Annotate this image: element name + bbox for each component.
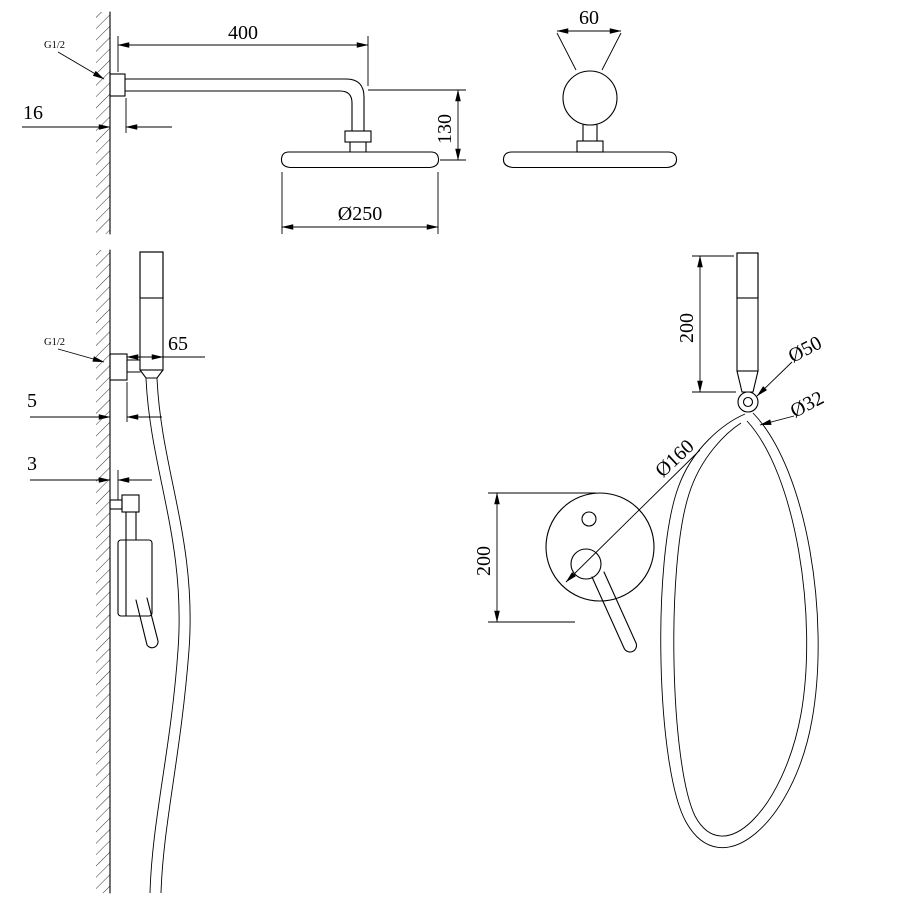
- view-hand-shower-front: 200 Ø50 Ø32: [660, 252, 828, 848]
- dim-handle-length-label: 200: [676, 313, 698, 343]
- wall-hatch-lower: [96, 250, 110, 893]
- arm-nut-front: [576, 140, 604, 153]
- wall-hatch: [96, 12, 110, 234]
- hose-front-inner: [673, 420, 808, 837]
- arm-nut: [344, 130, 372, 143]
- outlet-elbow: [121, 494, 140, 513]
- dim-wall-depth-label: 16: [23, 102, 43, 124]
- rain-head-side: [280, 151, 440, 169]
- plate-diameter-callout: Ø160: [565, 435, 701, 583]
- thread-callout-top: G1/2: [44, 40, 105, 80]
- shower-arm-outer: [124, 78, 365, 132]
- dim-head-diameter-label: Ø250: [338, 203, 382, 225]
- mixer-side-lever: [135, 597, 159, 649]
- dim-mixer-height-label: 200: [473, 546, 495, 576]
- wall-outlet-flange: [109, 353, 128, 381]
- dim-arm-length: 400: [117, 22, 369, 86]
- hose-side-inner: [156, 377, 191, 894]
- hand-shower-front-body: [736, 252, 759, 372]
- thread-label-top: G1/2: [44, 40, 65, 51]
- view-head-shower-side: 400 16 130 Ø250 G1/2: [22, 11, 466, 235]
- dim-gap-plate-label: 5: [27, 390, 37, 412]
- dim-gap-plate: 5: [27, 382, 162, 422]
- mixer-handle-base: [570, 548, 602, 580]
- dim-mixer-height: 200: [473, 492, 596, 623]
- dim-head-diameter: Ø250: [281, 172, 439, 234]
- thread-callout-lower: G1/2: [44, 337, 105, 363]
- shower-arm-inner: [124, 90, 353, 132]
- hose-holder: [737, 391, 759, 413]
- dim-arm-width-label: 60: [579, 7, 599, 29]
- dim-arm-length-label: 400: [228, 22, 258, 44]
- holder-diameter-callout: Ø50: [756, 332, 826, 397]
- outlet-stub: [109, 499, 123, 510]
- view-hand-shower-side: G1/2 65 5 3: [27, 249, 205, 894]
- dim-bracket-offset-label: 65: [168, 333, 188, 355]
- dim-bracket-offset: 65: [126, 333, 205, 360]
- rain-head-front: [502, 151, 678, 169]
- hand-shower-side-sprayface: [139, 251, 164, 299]
- hand-shower-front-sprayface: [736, 252, 759, 299]
- hose-diameter-label: Ø32: [787, 387, 828, 423]
- hose-side-outer: [145, 377, 180, 894]
- hand-shower-front-taper: [736, 370, 759, 393]
- hand-shower-side-body: [139, 251, 164, 371]
- wall-connector: [109, 73, 126, 97]
- mixer-lever: [591, 571, 638, 653]
- holder-diameter-label: Ø50: [785, 332, 826, 368]
- dim-wall-depth: 16: [22, 98, 172, 133]
- hose-front-outer: [660, 412, 819, 848]
- thread-label-lower: G1/2: [44, 337, 65, 348]
- dim-gap-trim-label: 3: [27, 453, 37, 475]
- mixer-side-body: [117, 539, 153, 617]
- view-head-shower-front: 60: [502, 7, 678, 169]
- ceiling-escutcheon: [562, 70, 618, 126]
- dim-drop-height-label: 130: [434, 114, 456, 144]
- dim-gap-trim: 3: [27, 453, 152, 500]
- hand-shower-side-taper: [139, 369, 164, 379]
- dim-handle-length: 200: [676, 255, 736, 393]
- hose-diameter-callout: Ø32: [759, 387, 828, 426]
- dim-arm-width: 60: [556, 7, 622, 71]
- mixer-diverter-knob: [581, 511, 597, 527]
- mixer-trim-plate: [545, 492, 655, 602]
- dim-drop-height: 130: [368, 89, 466, 161]
